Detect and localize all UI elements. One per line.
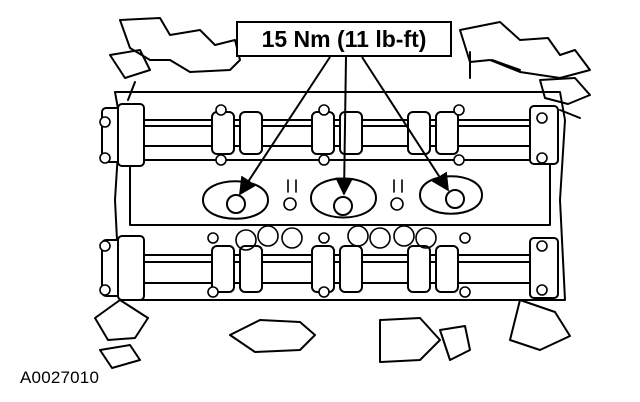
leader-arrow-right [361,56,449,192]
torque-spec-callout: 15 Nm (11 lb-ft) [236,21,452,57]
lower-cam-lobes [211,245,459,293]
lower-bearing-caps [101,235,559,301]
cylinder-head-inner-rail [129,159,551,226]
upper-bearing-caps [101,103,559,167]
figure-id-label: A0027010 [20,368,100,387]
lower-camshaft [134,254,541,284]
valve-spring-cluster [235,225,437,251]
torque-leader-arrows [239,56,449,196]
upper-camshaft [134,119,541,147]
leader-arrow-center [335,56,354,196]
head-fastener-bolts [99,104,548,298]
oil-passage-ticks [287,179,403,193]
cam-retainer-bolts [226,189,465,216]
leader-arrow-left [239,56,331,196]
